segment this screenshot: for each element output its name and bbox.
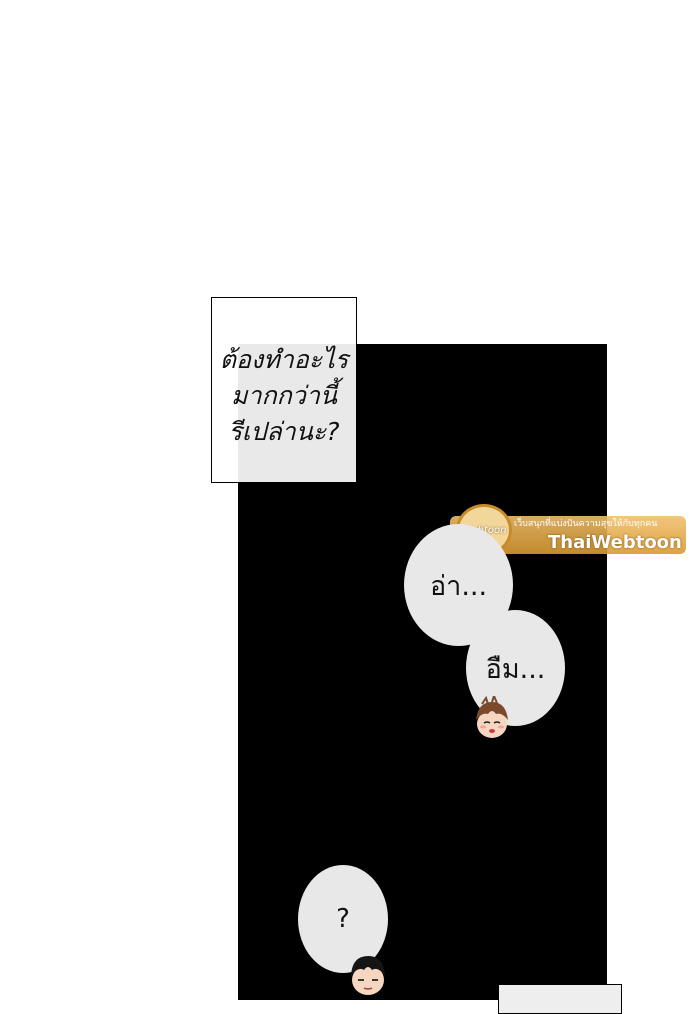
narration-box-partial <box>498 984 622 1014</box>
character-face-icon-brown-hair <box>476 696 508 738</box>
watermark-logo-text: Webtoon <box>461 524 507 536</box>
narration-text: ต้องทำอะไร มากกว่านี้ รีเปล่านะ? <box>212 342 356 450</box>
speech-bubble-2-text: อืม... <box>485 653 546 685</box>
speech-bubble-3-text: ? <box>336 904 350 934</box>
narration-line-3: รีเปล่านะ? <box>228 417 340 446</box>
speech-bubble-1-text: อ่า... <box>429 570 488 602</box>
character-face-icon-black-hair <box>351 956 385 995</box>
speech-bubble-2: อืม... <box>466 610 565 726</box>
narration-line-1: ต้องทำอะไร <box>219 345 349 374</box>
watermark-tagline: เว็บสนุกที่แบ่งปันความสุขให้กับทุกคน <box>514 519 658 529</box>
speech-bubble-3: ? <box>298 865 388 973</box>
narration-box: ต้องทำอะไร มากกว่านี้ รีเปล่านะ? <box>211 297 357 483</box>
speech-bubble-1: อ่า... <box>404 524 513 646</box>
narration-shade <box>238 344 356 482</box>
narration-line-2: มากกว่านี้ <box>231 381 337 410</box>
watermark-brand: ThaiWebtoon <box>548 532 682 553</box>
